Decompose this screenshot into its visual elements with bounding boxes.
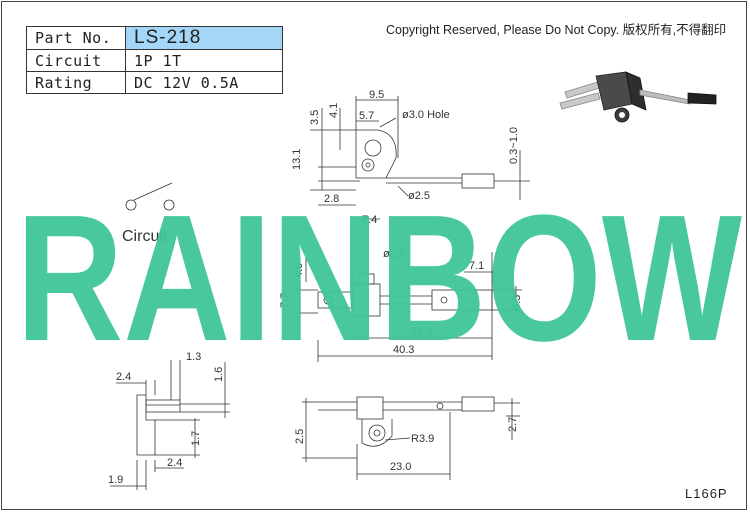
catalog-code: L166P	[685, 486, 728, 501]
part-number: LS-218	[125, 26, 283, 50]
front-view	[296, 252, 522, 362]
dim-label: 40.3	[393, 344, 414, 356]
dim-label: ø2.5	[408, 190, 430, 202]
top-view-dimensions: 9.5 5.7 3.5 4.1 ø3.0 Hole 13.1 0.3~1.0 2…	[291, 89, 520, 226]
dim-label: 9.5	[369, 89, 384, 101]
spec-row-circuit: Circuit 1P 1T	[26, 49, 283, 72]
dim-label: 3.5	[309, 110, 321, 125]
bottom-view	[302, 396, 520, 480]
side-view-dimensions: 1.3 2.4 1.6 1.7 1.9 2.4	[108, 351, 225, 486]
product-photo	[559, 71, 717, 123]
dim-label: ø2.5	[383, 248, 405, 260]
dim-label: 23.0	[390, 461, 411, 473]
dim-label: 6.3	[511, 295, 523, 310]
front-view-dimensions: ø2.5 4.0 7.1 7.7 6.3 32.3 40.3	[279, 248, 523, 356]
dim-label: 2.4	[167, 457, 182, 469]
circuit-symbol	[125, 182, 175, 211]
circuit-label: Circuit	[122, 228, 168, 245]
side-view	[110, 360, 230, 490]
dim-label: 2.4	[116, 371, 131, 383]
spec-row-rating: Rating DC 12V 0.5A	[26, 71, 283, 94]
spec-key: Circuit	[26, 49, 126, 72]
dim-label: 2.7	[507, 417, 519, 432]
bottom-view-dimensions: 2.5 R3.9 2.7 23.0	[294, 417, 519, 473]
copyright-notice: Copyright Reserved, Please Do Not Copy. …	[386, 23, 727, 37]
spec-key: Rating	[26, 71, 126, 94]
dim-label: 7.1	[469, 260, 484, 272]
spec-row-part-no: Part No. LS-218	[26, 26, 283, 50]
dim-label: 0.3~1.0	[508, 127, 520, 164]
dim-label: 2.5	[294, 429, 306, 444]
dim-label: R3.9	[411, 433, 434, 445]
dim-label: 5.7	[359, 110, 374, 122]
spec-value: 1P 1T	[125, 49, 283, 72]
spec-value: DC 12V 0.5A	[125, 71, 283, 94]
dim-label: 1.6	[213, 367, 225, 382]
dim-label: 4.0	[293, 263, 305, 278]
top-view	[310, 96, 530, 220]
dim-label: 7.7	[279, 293, 291, 308]
hole-callout: ø3.0 Hole	[402, 109, 450, 121]
dim-label: 2.8	[324, 193, 339, 205]
dim-label: 1.3	[186, 351, 201, 363]
dim-label: 4.1	[328, 103, 340, 118]
dim-label: 13.1	[291, 149, 303, 170]
dim-label: 1.9	[108, 474, 123, 486]
spec-table: Part No. LS-218 Circuit 1P 1T Rating DC …	[26, 26, 283, 94]
dim-label: 7.4	[362, 214, 377, 226]
dim-label: 32.3	[411, 326, 432, 338]
dim-label: 1.7	[190, 431, 202, 446]
